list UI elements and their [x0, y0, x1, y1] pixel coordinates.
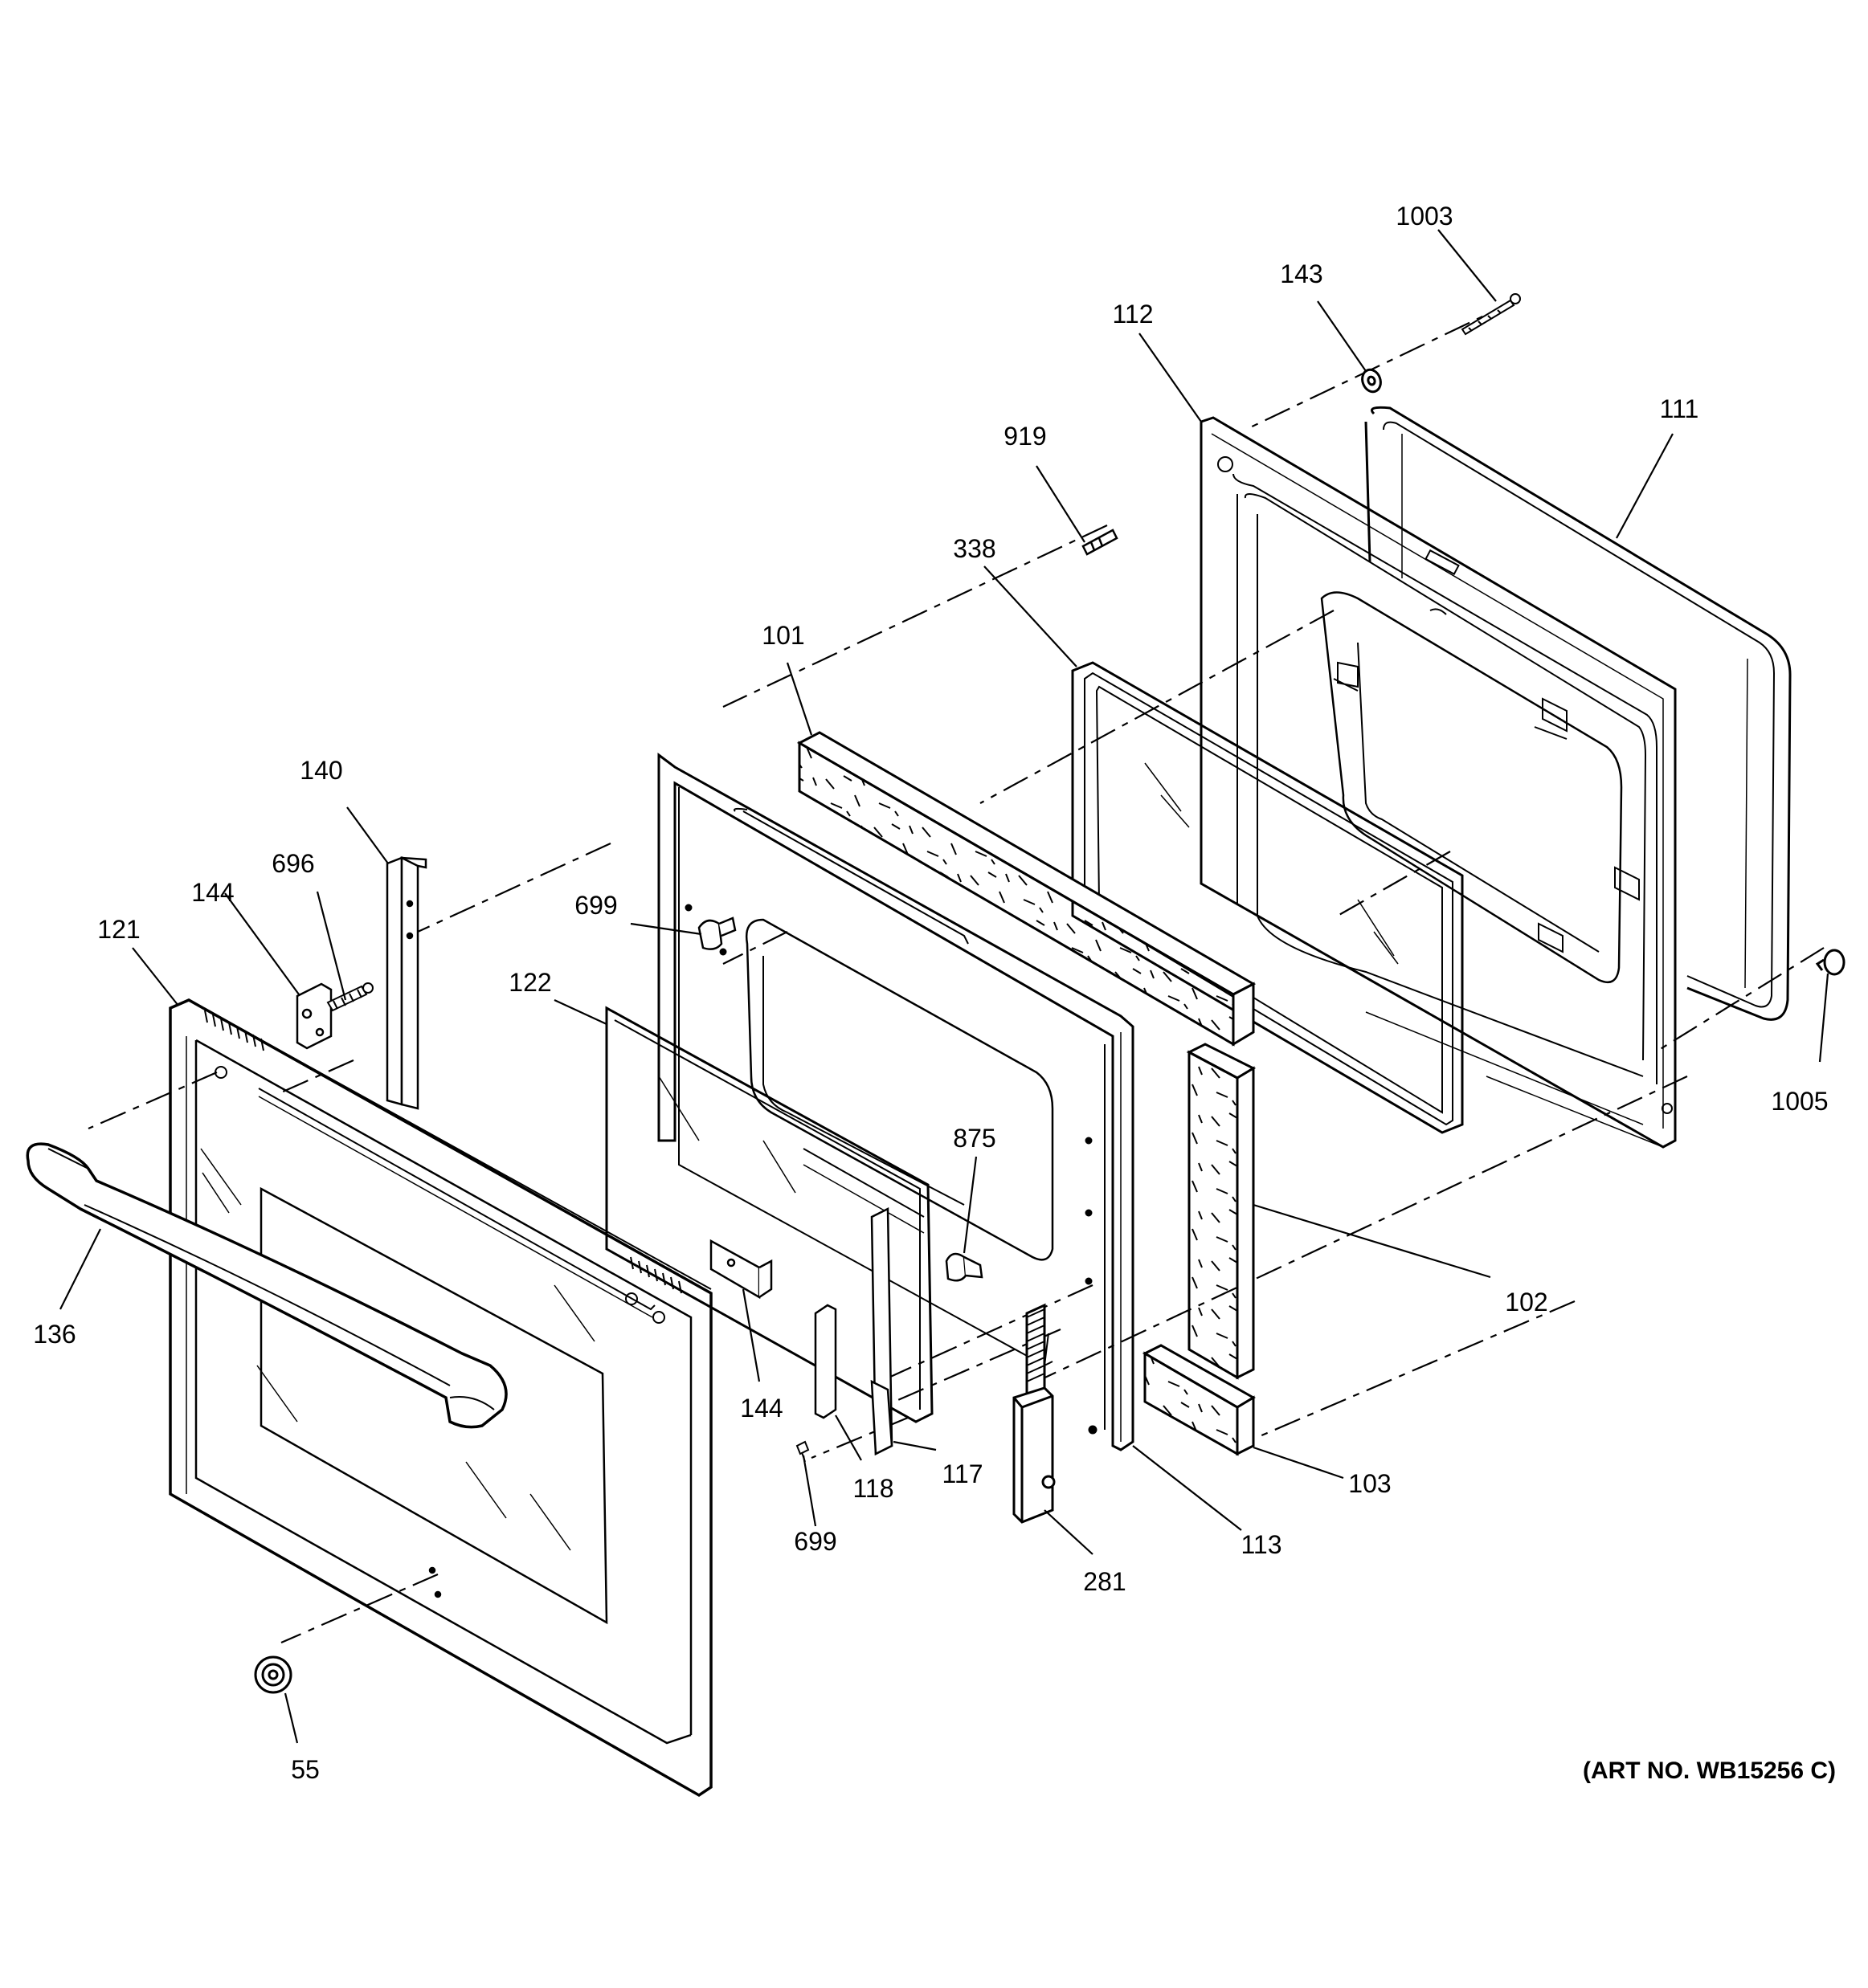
washer-143 — [1359, 367, 1384, 394]
callout-117: 117 — [942, 1459, 983, 1488]
inner-frame-113 — [659, 755, 1133, 1450]
callout-102: 102 — [1505, 1288, 1547, 1316]
assembly-lines — [88, 300, 1825, 1644]
hinge-bracket-118 — [815, 1305, 836, 1418]
screw-1003 — [1462, 294, 1520, 334]
hinge-bracket-117 — [872, 1209, 892, 1454]
handle-136 — [27, 1144, 506, 1427]
bracket-144-middle — [711, 1241, 771, 1297]
pin-919 — [1083, 530, 1117, 554]
insulation-101 — [799, 733, 1253, 1044]
callout-919: 919 — [1003, 422, 1046, 451]
callout-101: 101 — [762, 621, 804, 650]
vent-slots-right — [630, 1256, 682, 1294]
callout-136: 136 — [33, 1320, 76, 1349]
gasket-frame-111 — [1366, 407, 1790, 1019]
screw-875 — [946, 1254, 982, 1280]
callout-144-middle: 144 — [740, 1394, 783, 1423]
callout-144-top: 144 — [191, 878, 234, 907]
screw-696 — [328, 983, 373, 1010]
vent-slots-left — [204, 1010, 264, 1051]
callout-699-top: 699 — [574, 891, 617, 920]
callout-1003: 1003 — [1396, 202, 1453, 231]
screw-699-bottom — [797, 1442, 808, 1462]
callout-699-bottom: 699 — [794, 1527, 836, 1556]
glass-panel-338 — [1073, 663, 1462, 1133]
callout-122: 122 — [509, 968, 551, 997]
callout-875: 875 — [953, 1124, 995, 1153]
callout-121: 121 — [97, 915, 140, 944]
callout-55: 55 — [291, 1755, 320, 1784]
callout-118: 118 — [852, 1474, 893, 1503]
outer-door-121 — [170, 1000, 711, 1795]
callout-1005: 1005 — [1771, 1087, 1828, 1116]
bracket-144-top — [297, 984, 331, 1048]
hinge-281 — [1014, 1305, 1054, 1522]
callout-338: 338 — [953, 534, 995, 563]
insulation-103 — [1145, 1345, 1253, 1454]
leader-lines — [59, 229, 1829, 1744]
callout-112: 112 — [1112, 300, 1153, 329]
inner-door-panel-112 — [1201, 418, 1675, 1147]
plug-55 — [255, 1657, 291, 1692]
callout-143: 143 — [1280, 259, 1322, 288]
callout-111: 111 — [1660, 394, 1699, 423]
glass-frame-122 — [607, 1008, 932, 1422]
callout-696: 696 — [272, 849, 314, 878]
insulation-102 — [1189, 1044, 1253, 1378]
screw-699-top — [699, 918, 735, 949]
channel-140 — [387, 858, 426, 1108]
callout-113: 113 — [1241, 1530, 1281, 1559]
art-number: (ART NO. WB15256 C) — [1583, 1757, 1836, 1784]
clip-1005 — [1817, 950, 1844, 974]
callout-281: 281 — [1083, 1567, 1126, 1596]
callout-labels: 1003 143 112 111 919 338 101 140 696 144… — [33, 202, 1828, 1784]
callout-140: 140 — [300, 756, 342, 785]
callout-103: 103 — [1348, 1469, 1391, 1498]
